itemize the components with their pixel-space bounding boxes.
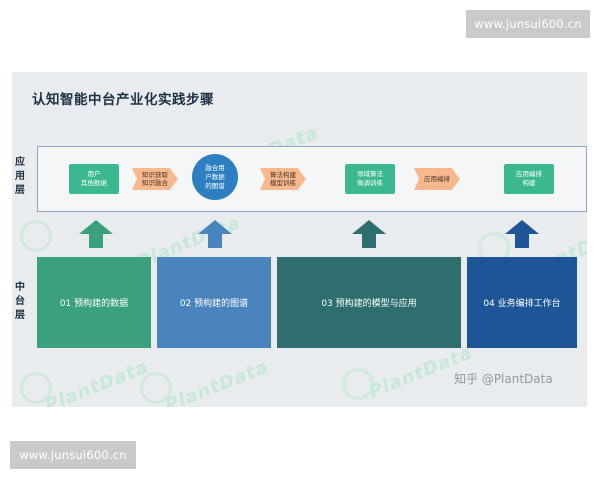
step-knowledge-acquisition: 知识获取 知识融合: [132, 168, 178, 190]
brand-watermark: PlantData: [162, 356, 272, 407]
node-fused-graph: 融合用 户数据 的图谱: [192, 154, 238, 200]
credit-watermark: 知乎 @PlantData: [454, 372, 553, 386]
brand-watermark-ring: [342, 368, 374, 400]
platform-step-1: 01 预构建的数据: [37, 257, 151, 348]
up-arrow-icon: [505, 220, 539, 248]
platform-step-3: 03 预构建的模型与应用: [277, 257, 461, 348]
node-user-data: 用户 其他数据: [69, 164, 119, 194]
platform-step-4: 04 业务编排工作台: [467, 257, 577, 348]
up-arrow-icon: [79, 220, 113, 248]
brand-watermark-ring: [20, 372, 52, 404]
step-algorithm-training: 算法构建 模型训练: [260, 168, 306, 190]
node-app-build: 应用编排 构建: [504, 164, 554, 194]
app-layer-frame: [37, 146, 587, 212]
node-domain-finetune: 领域算法 微调训练: [345, 164, 395, 194]
brand-watermark: PlantData: [42, 356, 152, 407]
app-layer-label: 应用层: [15, 157, 25, 196]
site-watermark-bottom: www.junsui600.cn: [10, 441, 136, 469]
diagram-canvas: PlantData PlantData PlantData PlantData …: [12, 72, 587, 407]
step-app-orchestration: 应用编排: [414, 168, 460, 190]
site-watermark-top: www.junsui600.cn: [466, 10, 590, 38]
brand-watermark-ring: [140, 372, 172, 404]
platform-step-2: 02 预构建的图谱: [157, 257, 271, 348]
up-arrow-icon: [198, 220, 232, 248]
up-arrow-icon: [352, 220, 386, 248]
brand-watermark-ring: [20, 220, 52, 252]
platform-layer-label: 中台层: [15, 282, 25, 321]
diagram-title: 认知智能中台产业化实践步骤: [32, 92, 214, 108]
